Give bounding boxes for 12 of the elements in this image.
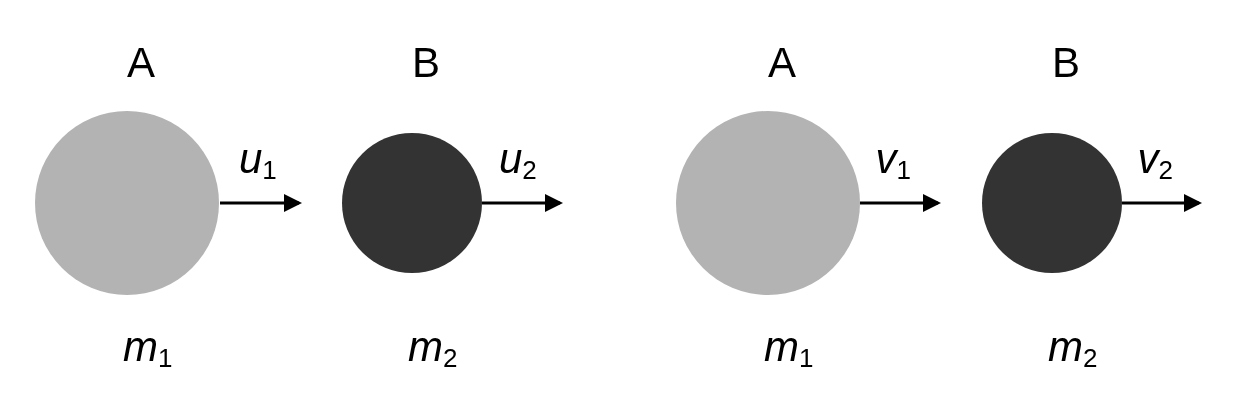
mass-label: m$_{2}$ — [408, 326, 458, 371]
mass-label: m$_{1}$ — [764, 326, 814, 371]
object-label: B — [412, 42, 440, 84]
velocity-label: v$_{2}$ — [1137, 138, 1173, 183]
velocity-label: u$_{1}$ — [239, 138, 277, 183]
mass-label: m$_{2}$ — [1048, 326, 1098, 371]
object-label: B — [1052, 42, 1080, 84]
velocity-label: v$_{1}$ — [875, 138, 911, 183]
velocity-label: u$_{2}$ — [499, 138, 537, 183]
object-label: A — [127, 42, 155, 84]
mass-label: m$_{1}$ — [123, 326, 173, 371]
object-label: A — [768, 42, 796, 84]
